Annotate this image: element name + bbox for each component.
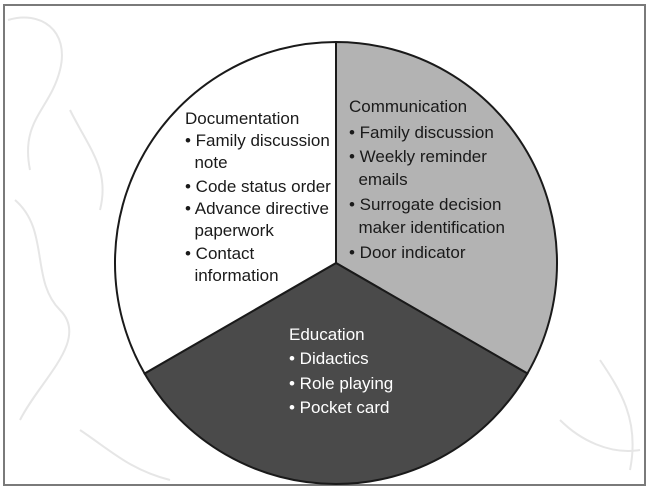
documentation-item: information [185,266,279,285]
documentation-item: paperwork [185,221,274,240]
communication-item: emails [349,170,408,189]
communication-item: maker identification [349,218,505,237]
communication-item: • Door indicator [349,243,466,262]
documentation-item: • Contact [185,244,255,263]
background-sketch [7,16,641,481]
communication-item: • Family discussion [349,123,494,142]
documentation-item: • Code status order [185,177,331,196]
documentation-item: note [185,153,228,172]
education-title: Education [289,325,365,344]
education-item: • Role playing [289,374,393,393]
documentation-list: • Family discussion note • Code status o… [185,131,331,285]
documentation-segment [114,40,337,375]
documentation-item: • Advance directive [185,199,329,218]
communication-segment [335,40,558,375]
communication-item: • Weekly reminder [349,147,487,166]
communication-item: • Surrogate decision [349,195,501,214]
documentation-item: • Family discussion [185,131,330,150]
education-list: • Didactics • Role playing • Pocket card [289,349,393,417]
documentation-title: Documentation [185,109,299,128]
education-item: • Didactics [289,349,369,368]
communication-title: Communication [349,97,467,116]
communication-list: • Family discussion • Weekly reminder em… [349,123,505,262]
education-item: • Pocket card [289,398,389,417]
diagram-frame [3,4,646,486]
